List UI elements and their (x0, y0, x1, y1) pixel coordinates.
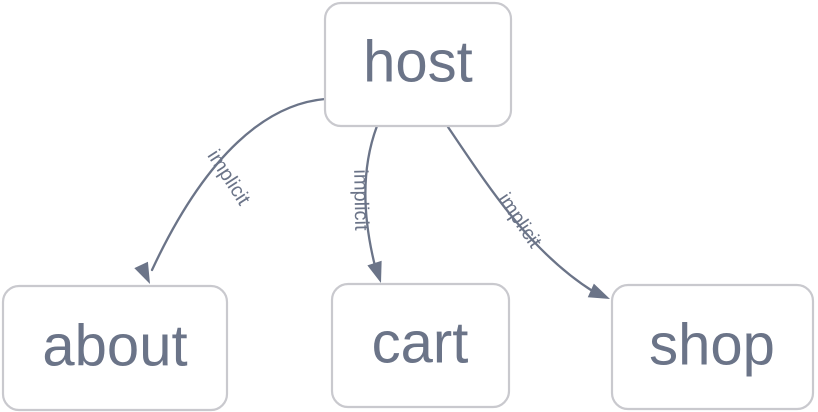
edge-label: implicit (349, 169, 372, 231)
edge-host-to-cart (364, 124, 382, 283)
node-box[interactable] (1, 284, 229, 412)
edges-layer (134, 97, 610, 299)
edge-label: implicit (203, 146, 255, 210)
arrowhead-icon (367, 260, 382, 283)
node-label: shop (649, 312, 775, 377)
edge-line (446, 125, 596, 294)
edge-host-to-shop (446, 125, 610, 299)
node-label: about (42, 313, 187, 378)
node-box[interactable] (610, 283, 815, 411)
arrowhead-icon (134, 261, 150, 284)
edge-line (150, 97, 327, 272)
edge-labels-layer: implicit implicit implicit (203, 146, 546, 252)
node-cart[interactable]: cart (330, 282, 511, 409)
node-about[interactable]: about (1, 284, 229, 412)
node-shop[interactable]: shop (610, 283, 815, 411)
node-box[interactable] (323, 1, 513, 128)
node-box[interactable] (330, 282, 511, 409)
arrowhead-icon (587, 283, 610, 299)
edge-line (364, 124, 379, 268)
node-label: cart (372, 310, 469, 375)
edge-label: implicit (493, 189, 546, 252)
edge-host-to-about (134, 97, 327, 284)
node-label: host (363, 29, 473, 94)
node-host[interactable]: host (323, 1, 513, 128)
